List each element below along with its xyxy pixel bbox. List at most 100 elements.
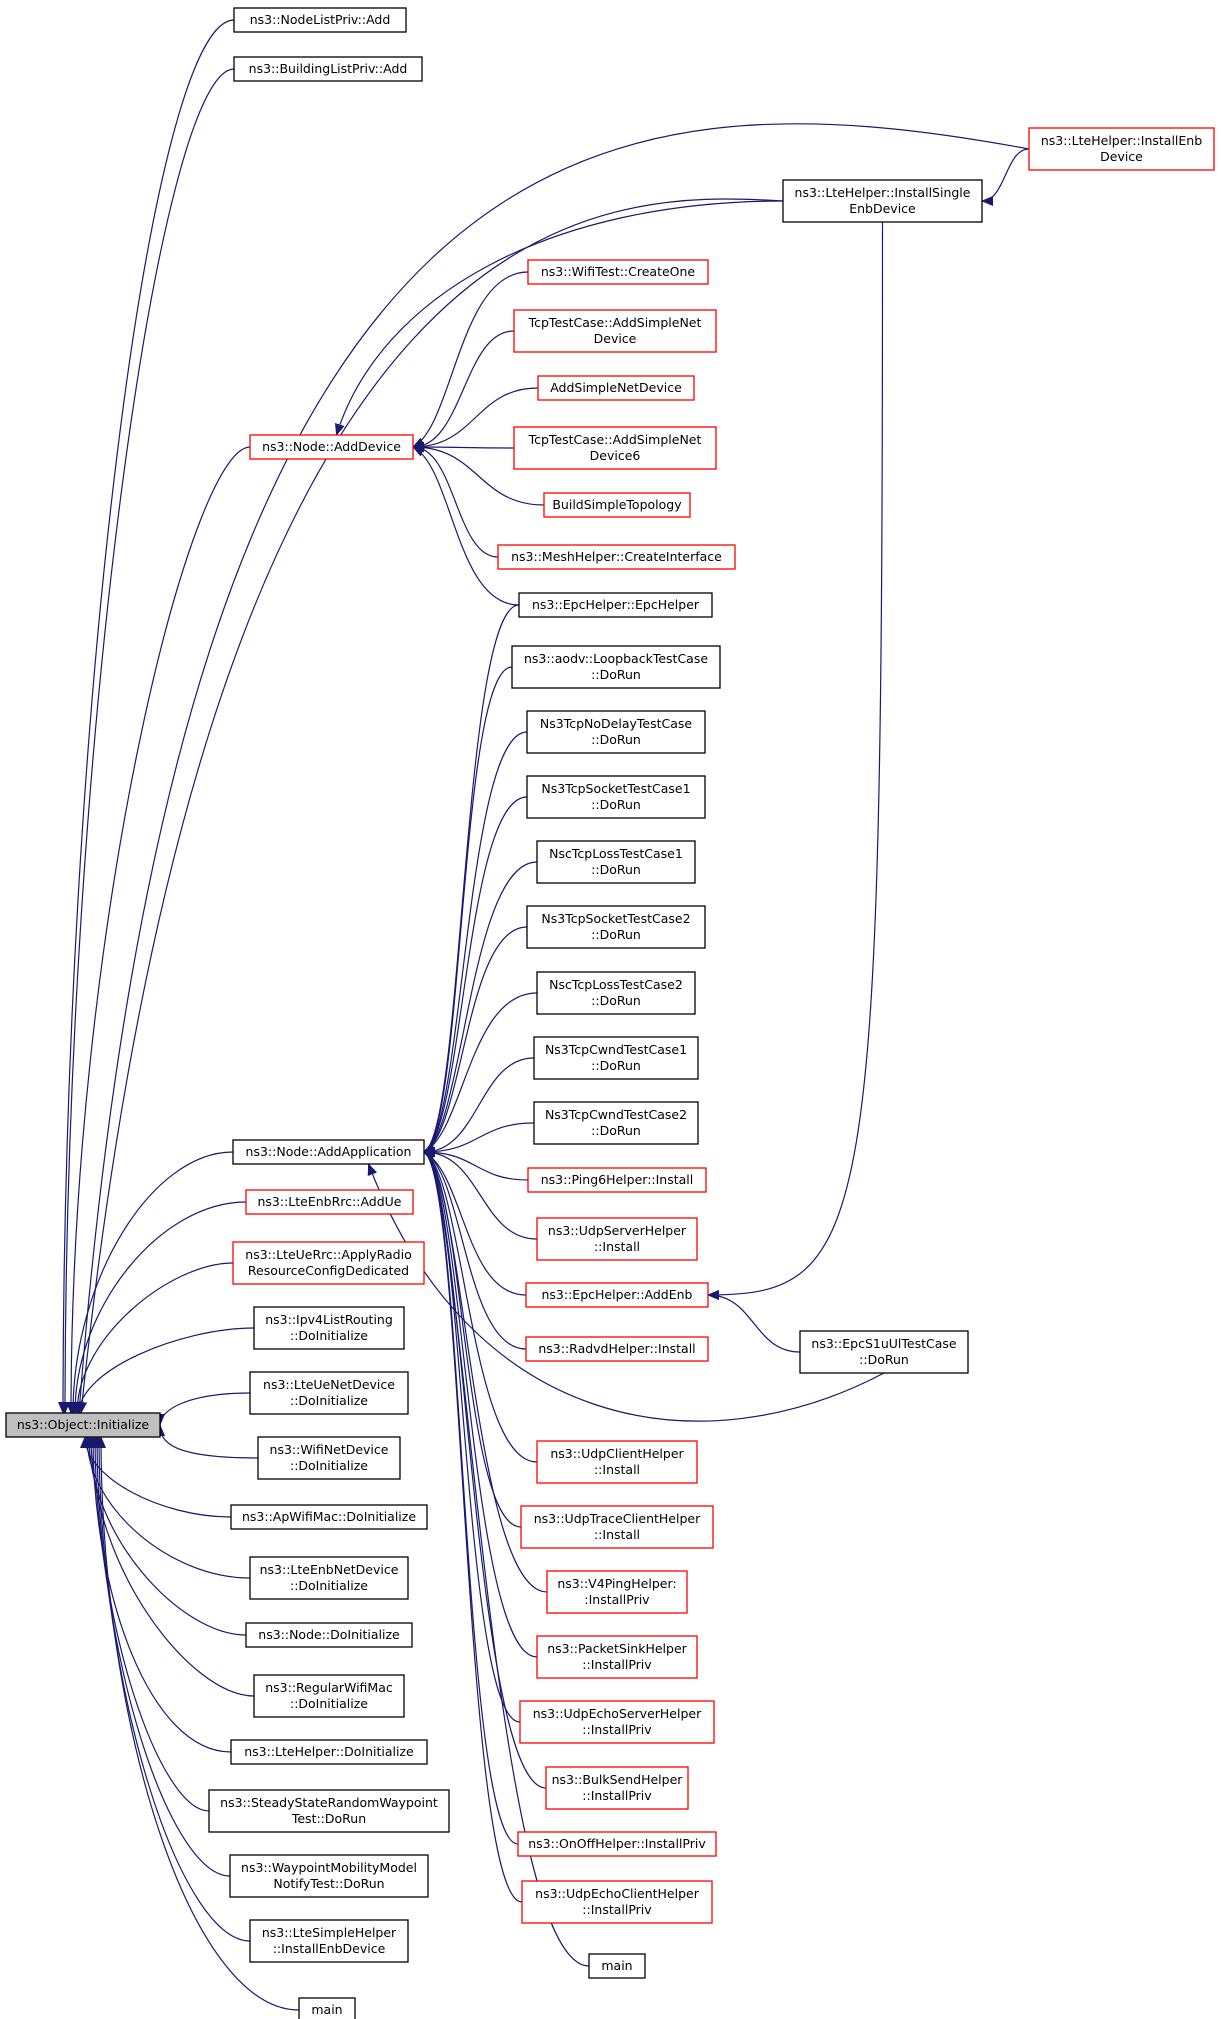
node-udptraceclienthelper-install[interactable]: ns3::UdpTraceClientHelper::Install: [520, 1505, 714, 1549]
node-box[interactable]: [249, 1919, 409, 1963]
node-box[interactable]: [536, 1217, 698, 1261]
node-box[interactable]: [230, 1504, 428, 1530]
node-node-addapplication[interactable]: ns3::Node::AddApplication: [232, 1139, 425, 1165]
node-box[interactable]: [245, 1622, 413, 1648]
node-epchelper-addenb[interactable]: ns3::EpcHelper::AddEnb: [525, 1282, 709, 1308]
node-addsimplenetdevice[interactable]: AddSimpleNetDevice: [537, 375, 695, 401]
node-main-init[interactable]: main: [298, 1997, 356, 2019]
node-box[interactable]: [526, 710, 706, 754]
node-box[interactable]: [230, 1739, 428, 1765]
node-box[interactable]: [527, 259, 709, 285]
node-aodv-loopback-dorun[interactable]: ns3::aodv::LoopbackTestCase::DoRun: [511, 645, 721, 689]
node-box[interactable]: [525, 1282, 709, 1308]
node-box[interactable]: [233, 7, 407, 33]
node-box[interactable]: [519, 1700, 715, 1744]
node-box[interactable]: [588, 1953, 646, 1979]
node-box[interactable]: [229, 1854, 429, 1898]
node-epcs1uultestcase-dorun[interactable]: ns3::EpcS1uUlTestCase::DoRun: [799, 1330, 969, 1374]
node-box[interactable]: [799, 1330, 969, 1374]
node-radvdhelper-install[interactable]: ns3::RadvdHelper::Install: [525, 1336, 709, 1362]
node-box[interactable]: [497, 544, 736, 570]
node-node-adddevice[interactable]: ns3::Node::AddDevice: [249, 434, 414, 460]
node-node-doinitialize[interactable]: ns3::Node::DoInitialize: [245, 1622, 413, 1648]
node-meshhelper-createinterface[interactable]: ns3::MeshHelper::CreateInterface: [497, 544, 736, 570]
node-packetsinkhelper-installpriv[interactable]: ns3::PacketSinkHelper::InstallPriv: [536, 1635, 698, 1679]
node-box[interactable]: [526, 775, 706, 819]
node-box[interactable]: [518, 592, 713, 618]
node-nsctcploss1-dorun[interactable]: NscTcpLossTestCase1::DoRun: [536, 840, 696, 884]
node-box[interactable]: [536, 840, 696, 884]
node-box[interactable]: [545, 1766, 689, 1810]
node-udpechoclienthelper-installpriv[interactable]: ns3::UdpEchoClientHelper::InstallPriv: [521, 1880, 713, 1924]
node-udpserverhelper-install[interactable]: ns3::UdpServerHelper::Install: [536, 1217, 698, 1261]
node-box[interactable]: [5, 1412, 161, 1438]
node-box[interactable]: [253, 1674, 405, 1718]
node-lteenbnetdevice-doinitialize[interactable]: ns3::LteEnbNetDevice::DoInitialize: [249, 1556, 409, 1600]
node-buildinglist-add[interactable]: ns3::BuildingListPriv::Add: [233, 56, 423, 82]
node-lteuenetdevice-doinitialize[interactable]: ns3::LteUeNetDevice::DoInitialize: [249, 1371, 409, 1415]
node-nsctcploss2-dorun[interactable]: NscTcpLossTestCase2::DoRun: [536, 971, 696, 1015]
node-buildsimpletopology[interactable]: BuildSimpleTopology: [543, 492, 691, 518]
node-box[interactable]: [249, 1556, 409, 1600]
node-tcptestcase-addsimplenetdevice[interactable]: TcpTestCase::AddSimpleNetDevice: [513, 309, 717, 353]
node-box[interactable]: [517, 1831, 717, 1857]
node-box[interactable]: [233, 56, 423, 82]
node-box[interactable]: [537, 375, 695, 401]
node-box[interactable]: [527, 1167, 707, 1193]
node-box[interactable]: [208, 1789, 450, 1833]
node-onoffhelper-installpriv[interactable]: ns3::OnOffHelper::InstallPriv: [517, 1831, 717, 1857]
node-box[interactable]: [526, 905, 706, 949]
node-box[interactable]: [232, 1241, 425, 1285]
node-box[interactable]: [536, 1440, 698, 1484]
node-box[interactable]: [782, 179, 983, 223]
node-box[interactable]: [513, 309, 717, 353]
node-v4pinghelper-installpriv[interactable]: ns3::V4PingHelper::InstallPriv: [546, 1570, 688, 1614]
node-box[interactable]: [546, 1570, 688, 1614]
node-lteenbrrc-addue[interactable]: ns3::LteEnbRrc::AddUe: [245, 1189, 414, 1215]
node-ipv4listrouting-doinitialize[interactable]: ns3::Ipv4ListRouting::DoInitialize: [253, 1306, 405, 1350]
node-box[interactable]: [249, 434, 414, 460]
node-box[interactable]: [543, 492, 691, 518]
node-epchelper-epchelper[interactable]: ns3::EpcHelper::EpcHelper: [518, 592, 713, 618]
node-steadystate-dorun[interactable]: ns3::SteadyStateRandomWaypointTest::DoRu…: [208, 1789, 450, 1833]
node-box[interactable]: [249, 1371, 409, 1415]
node-udpechoserverhelper-installpriv[interactable]: ns3::UdpEchoServerHelper::InstallPriv: [519, 1700, 715, 1744]
node-apwifimac-doinitialize[interactable]: ns3::ApWifiMac::DoInitialize: [230, 1504, 428, 1530]
node-box[interactable]: [520, 1505, 714, 1549]
node-ns3tcpnodelay-dorun[interactable]: Ns3TcpNoDelayTestCase::DoRun: [526, 710, 706, 754]
node-box[interactable]: [257, 1436, 401, 1480]
node-regularwifimac-doinitialize[interactable]: ns3::RegularWifiMac::DoInitialize: [253, 1674, 405, 1718]
node-lteuerrc-applyradio[interactable]: ns3::LteUeRrc::ApplyRadioResourceConfigD…: [232, 1241, 425, 1285]
node-box[interactable]: [253, 1306, 405, 1350]
node-bulksendhelper-installpriv[interactable]: ns3::BulkSendHelper::InstallPriv: [545, 1766, 689, 1810]
node-box[interactable]: [533, 1101, 699, 1145]
node-main-app[interactable]: main: [588, 1953, 646, 1979]
node-wifitest-createone[interactable]: ns3::WifiTest::CreateOne: [527, 259, 709, 285]
node-udpclienthelper-install[interactable]: ns3::UdpClientHelper::Install: [536, 1440, 698, 1484]
node-nodelist-add[interactable]: ns3::NodeListPriv::Add: [233, 7, 407, 33]
node-ns3tcpsocket1-dorun[interactable]: Ns3TcpSocketTestCase1::DoRun: [526, 775, 706, 819]
node-install-enb-device[interactable]: ns3::LteHelper::InstallEnbDevice: [1028, 127, 1215, 171]
node-ns3tcpcwnd2-dorun[interactable]: Ns3TcpCwndTestCase2::DoRun: [533, 1101, 699, 1145]
node-wifinetdevice-doinitialize[interactable]: ns3::WifiNetDevice::DoInitialize: [257, 1436, 401, 1480]
node-box[interactable]: [525, 1336, 709, 1362]
node-ping6helper-install[interactable]: ns3::Ping6Helper::Install: [527, 1167, 707, 1193]
node-box[interactable]: [533, 1036, 699, 1080]
node-box[interactable]: [521, 1880, 713, 1924]
node-box[interactable]: [513, 426, 717, 470]
node-ltesimplehelper-installenbdevice[interactable]: ns3::LteSimpleHelper::InstallEnbDevice: [249, 1919, 409, 1963]
node-ns3tcpsocket2-dorun[interactable]: Ns3TcpSocketTestCase2::DoRun: [526, 905, 706, 949]
node-box[interactable]: [232, 1139, 425, 1165]
node-ns3tcpcwnd1-dorun[interactable]: Ns3TcpCwndTestCase1::DoRun: [533, 1036, 699, 1080]
node-initialize[interactable]: ns3::Object::Initialize: [5, 1412, 161, 1438]
node-box[interactable]: [298, 1997, 356, 2019]
node-ltehelper-doinitialize[interactable]: ns3::LteHelper::DoInitialize: [230, 1739, 428, 1765]
node-box[interactable]: [536, 971, 696, 1015]
node-box[interactable]: [245, 1189, 414, 1215]
node-box[interactable]: [536, 1635, 698, 1679]
node-waypointmobility-dorun[interactable]: ns3::WaypointMobilityModelNotifyTest::Do…: [229, 1854, 429, 1898]
node-box[interactable]: [511, 645, 721, 689]
node-box[interactable]: [1028, 127, 1215, 171]
